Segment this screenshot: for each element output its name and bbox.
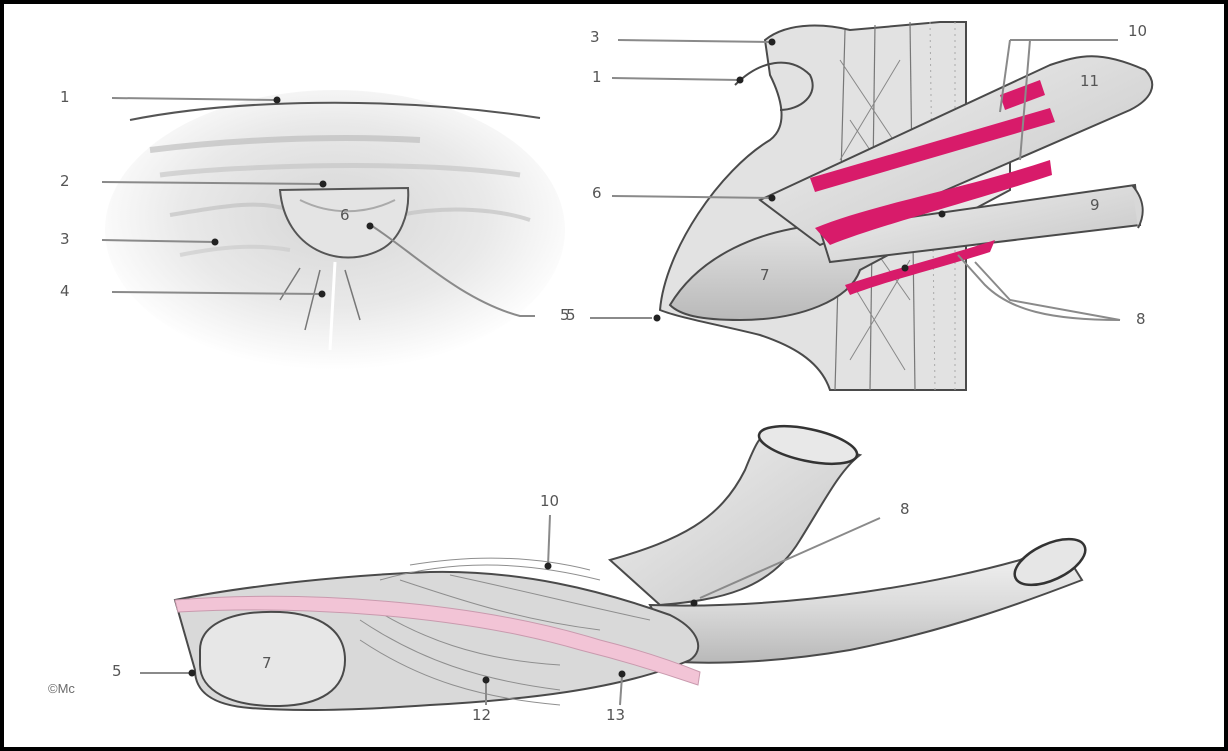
label-4: 4: [60, 284, 70, 299]
cross-section-panel: [590, 22, 1152, 390]
label-1: 1: [592, 70, 602, 85]
label-7: 7: [262, 656, 272, 671]
label-8: 8: [900, 502, 910, 517]
label-9: 9: [1090, 198, 1100, 213]
label-6: 6: [592, 186, 602, 201]
label-3: 3: [60, 232, 70, 247]
label-8: 8: [1136, 312, 1146, 327]
label-5: 5: [566, 308, 576, 323]
label-13: 13: [606, 708, 625, 723]
bulb-7: [200, 612, 345, 706]
surface-view-panel: [102, 90, 565, 370]
label-1: 1: [60, 90, 70, 105]
label-2: 2: [60, 174, 70, 189]
label-5: 5: [112, 664, 122, 679]
dissection-panel: [140, 419, 1092, 710]
label-12: 12: [472, 708, 491, 723]
label-6: 6: [340, 208, 350, 223]
label-11: 11: [1080, 74, 1099, 89]
label-7: 7: [760, 268, 770, 283]
label-3: 3: [590, 30, 600, 45]
illustrator-signature: ©Mc: [48, 682, 75, 695]
label-10: 10: [1128, 24, 1147, 39]
label-10: 10: [540, 494, 559, 509]
